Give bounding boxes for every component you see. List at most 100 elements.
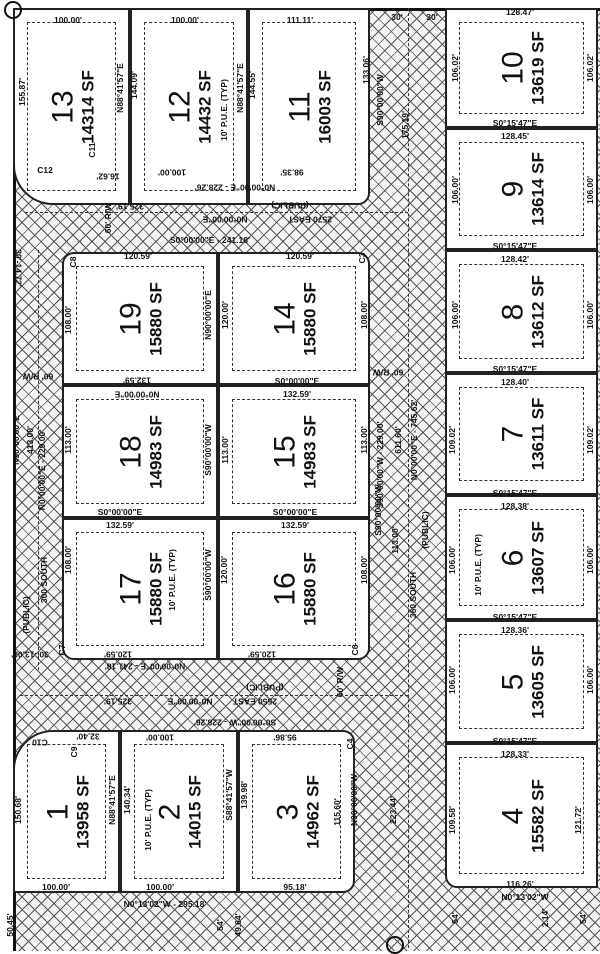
dimension-label: N0°00'00"E [202,214,248,225]
building-setback-line [459,757,584,874]
dimension-label: 106.00' [584,300,595,330]
dimension-label: 100.00' [41,881,71,892]
dimension-label: S90°00'00"W [202,424,213,476]
dimension-label: N90°00'00"E [202,290,213,340]
dimension-label: 60' R/W [372,367,404,378]
building-setback-line [459,142,584,236]
dimension-label: 325.19' [115,201,145,212]
dimension-label: 128.47' [505,6,535,17]
dimension-label: 16.62' [96,171,120,182]
dimension-label: 120.00' [218,555,229,585]
dimension-label: 413.00' [24,425,35,455]
dimension-label: 120.59' [123,250,153,261]
street-centerline-2550-east [20,695,408,696]
dimension-label: 106.00' [449,175,460,205]
building-setback-line [252,744,341,879]
dimension-label: 128.40' [500,376,530,387]
lot-area: 14314 SF [77,69,97,144]
dimension-label: 108.00' [62,545,73,575]
dimension-label: 115.60' [331,798,342,826]
dimension-label: 128.38' [500,500,530,511]
dimension-label: 139.98' [238,780,249,810]
dimension-label: 2550 EAST [233,696,277,707]
building-setback-line [459,387,584,481]
lot-area: 13958 SF [72,774,92,849]
dimension-label: N90°00'00"E [10,415,21,465]
dimension-label: N88°41'57"E [234,63,245,113]
dimension-label: S0°15'47"E [492,117,538,128]
dimension-label: 223.44' [387,795,398,825]
building-setback-line [232,532,356,646]
dimension-label: 132.59' [122,375,152,386]
dimension-label: N0°00'00"E - 228.26' [194,182,276,193]
dimension-label: C6 [349,644,360,656]
street-centerline-2570-east [25,212,408,213]
lot-number: 10 [495,51,529,85]
building-setback-line [262,22,356,191]
dimension-label: (PUBLIC) [246,682,284,693]
building-setback-line [134,744,224,879]
dimension-label: 128.33' [500,748,530,759]
dimension-label: 113.00' [219,436,230,464]
lot-area: 14983 SF [145,414,165,489]
lot-area: 13605 SF [527,644,547,719]
dimension-label: C7 [56,644,67,656]
dimension-label: N88°41'57"E [114,63,125,113]
building-setback-line [232,266,356,371]
dimension-label: 30' [426,11,438,22]
dimension-label: (PUBLIC) [20,596,31,634]
dimension-label: N0°00'00"E - 241.18' [104,661,186,672]
dimension-label: 120.00' [219,300,230,330]
lot-area: 13611 SF [527,397,547,471]
dimension-label: 611.60' [392,426,403,454]
lot-area: 13619 SF [527,31,547,105]
dimension-label: 144.09' [128,70,139,100]
dimension-label: C4 [344,738,355,750]
dimension-label: 109.02' [446,425,457,455]
lot-area: 13612 SF [527,274,547,349]
dimension-label: S90°00'00"W [374,74,385,126]
dimension-label: N88°41'57"E [106,775,117,825]
dimension-label: C9 [68,746,79,758]
building-setback-line [76,532,204,646]
dimension-label: 132.59' [105,519,135,530]
lot-number: 2 [153,803,187,820]
dimension-label: 49.64' [232,913,243,937]
dimension-label: 100.00' [145,881,175,892]
dimension-label: 30'-13.06' [11,649,49,660]
dimension-label: 128.42' [500,253,530,264]
dimension-label: 54' [577,912,588,924]
dimension-label: 132.59' [282,388,312,399]
dimension-label: 106.00' [446,665,457,695]
dimension-label: 98.35' [280,167,304,178]
dimension-label: 106.00' [584,175,595,205]
dimension-label: (PUBLIC) [271,200,309,211]
dimension-label: N90°00'00"W [348,774,359,826]
lot-area: 16003 SF [314,69,334,144]
building-setback-line [144,22,234,191]
street-centerline-360-south [408,8,409,948]
dimension-label: S0°15'47"E [492,240,538,251]
lot-area: 15582 SF [527,778,547,853]
dimension-label: 54' [214,919,225,931]
dimension-label: C11 [86,142,97,158]
lot-number: 6 [495,549,529,566]
lot-number: 1 [40,803,74,820]
dimension-label: 10' P.U.E. (TYP) [166,549,177,611]
dimension-label: 108.00' [358,555,369,585]
lot-area: 14432 SF [194,69,214,144]
building-setback-line [459,22,584,114]
